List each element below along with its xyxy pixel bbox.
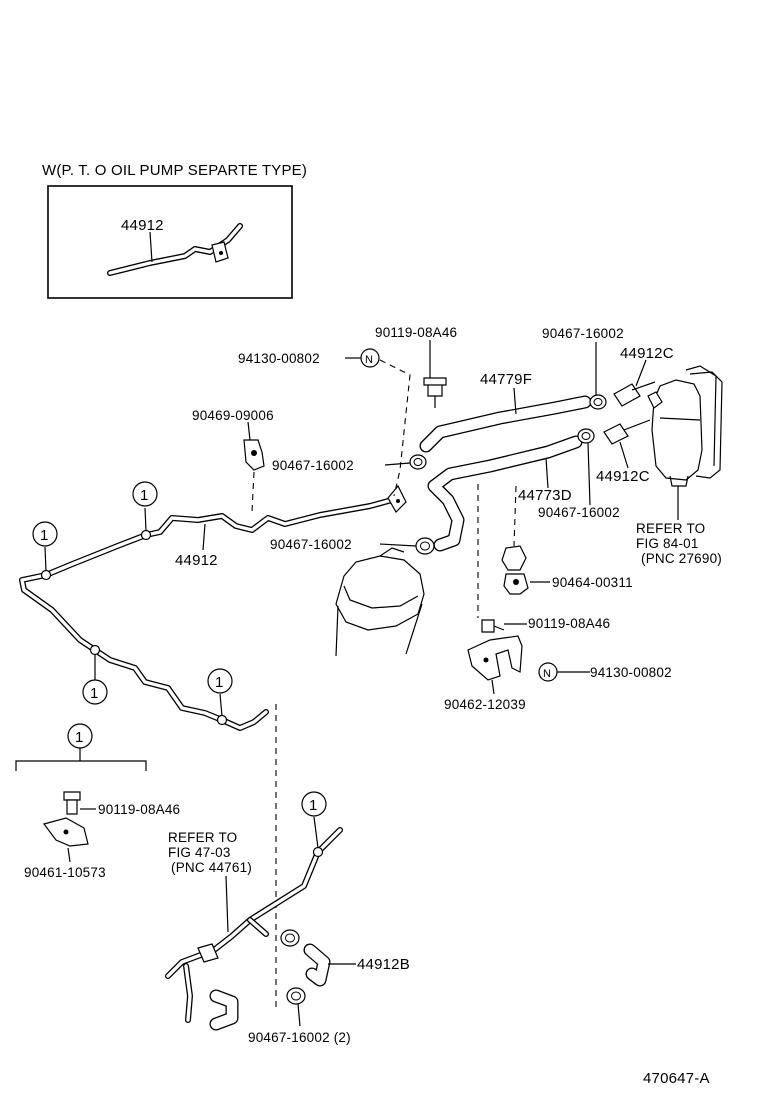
bracket-label: 90462-12039 (444, 697, 526, 712)
bolt-mid (481, 619, 505, 633)
svg-text:1: 1 (215, 674, 224, 691)
inset-variant: W(P. T. O OIL PUMP SEPARTE TYPE) 44912 (42, 162, 307, 299)
marker-1-b: 1 (32, 521, 58, 572)
marker-1-a: 1 (132, 481, 158, 532)
marker-1-e: 1 (301, 791, 327, 849)
union-lower (603, 419, 651, 445)
union-upper-label: 44912C (620, 345, 674, 362)
nut-top-label: 94130-00802 (238, 351, 320, 366)
inset-frame (47, 185, 293, 299)
pump-body (335, 547, 425, 657)
clamp-mid-left-label: 90467-16002 (272, 458, 354, 473)
svg-text:1: 1 (140, 487, 149, 504)
nut-top: N (360, 348, 380, 368)
hose-lower-label: 44773D (518, 487, 572, 504)
hose-fragment (209, 989, 239, 1031)
svg-text:N: N (543, 668, 551, 680)
inset-pipe (107, 223, 243, 276)
svg-text:N: N (365, 354, 373, 366)
clamp-detail-label: 90461-10573 (24, 865, 106, 880)
pipe-main-label: 44912 (175, 552, 218, 569)
hose-upper-label: 44779F (480, 371, 532, 388)
lower-pipe (165, 827, 343, 1023)
clamp-mid-right (577, 428, 595, 444)
ref-tank-line3: (PNC 27690) (641, 551, 722, 566)
inset-title: W(P. T. O OIL PUMP SEPARTE TYPE) (42, 162, 307, 179)
marker-1-d: 1 (207, 668, 233, 717)
bolt-top-label: 90119-08A46 (375, 325, 457, 340)
clamp-tank (415, 537, 435, 555)
ref-pipe-line1: REFER TO (168, 830, 237, 845)
reservoir-tank (647, 365, 723, 487)
ref-pipe-line3: (PNC 44761) (171, 860, 252, 875)
hose-44779F (419, 395, 592, 453)
bracket-mid (467, 635, 523, 681)
union-lower-label: 44912C (596, 468, 650, 485)
ref-pipe-line2: FIG 47-03 (168, 845, 231, 860)
marker-1-c: 1 (82, 655, 108, 705)
main-pipe-44912 (19, 484, 407, 731)
clamp-small-label: 90464-00311 (552, 575, 633, 590)
pipe-clip-3 (89, 644, 101, 656)
bolt-detail-label: 90119-08A46 (98, 802, 180, 817)
ref-tank-line1: REFER TO (636, 521, 705, 536)
pipe-clip-4 (216, 714, 228, 726)
clamp-top-right (589, 394, 607, 410)
hose-44773D (427, 435, 583, 552)
pipe-clip-1 (140, 529, 152, 541)
nut-mid: N (538, 662, 558, 682)
hose-44912B (303, 943, 331, 987)
bolt-top (423, 377, 447, 408)
clip-top-label: 90469-09006 (192, 408, 274, 423)
pipe-clip-2 (40, 569, 52, 581)
bolt-mid-label: 90119-08A46 (528, 616, 610, 631)
clamp-top-right-label: 90467-16002 (542, 326, 624, 341)
ref-tank-line2: FIG 84-01 (636, 536, 699, 551)
figure-id: 470647-A (643, 1070, 710, 1087)
clamp-bottom-label: 90467-16002 (2) (248, 1030, 351, 1045)
clamp-small (501, 545, 529, 595)
union-upper (613, 381, 656, 407)
svg-text:1: 1 (309, 797, 318, 814)
clip-top (243, 439, 265, 471)
clamp-bottom-2 (286, 987, 306, 1005)
detail-1: 1 (15, 723, 147, 847)
inset-part-label: 44912 (121, 217, 164, 234)
svg-text:1: 1 (40, 527, 49, 544)
clamp-mid-left (409, 454, 427, 470)
clamp-tank-label: 90467-16002 (270, 537, 352, 552)
svg-text:1: 1 (75, 729, 84, 746)
nut-mid-label: 94130-00802 (590, 665, 672, 680)
clamp-bottom-1 (280, 929, 300, 947)
svg-text:1: 1 (90, 685, 99, 702)
clamp-mid-right-label: 90467-16002 (538, 505, 620, 520)
hose-bottom-label: 44912B (357, 956, 410, 973)
